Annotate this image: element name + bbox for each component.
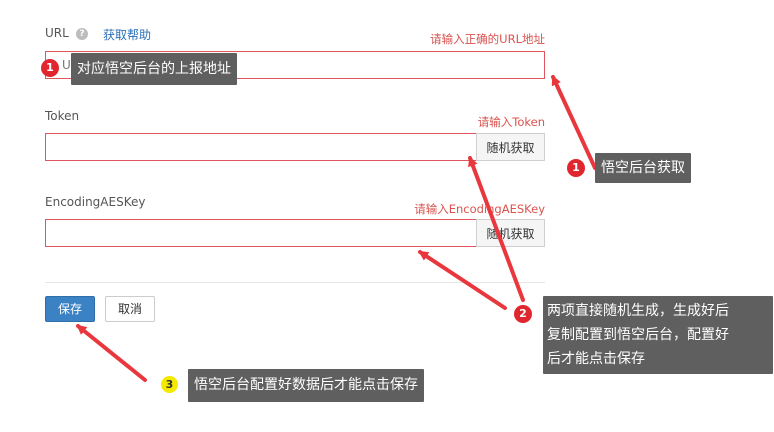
aes-key-label: EncodingAESKey (45, 195, 146, 209)
annotation-badge-3: 2 (514, 305, 532, 323)
token-input[interactable] (45, 133, 477, 161)
annotation-badge-1: 1 (41, 59, 59, 77)
help-link[interactable]: 获取帮助 (103, 28, 152, 42)
token-error-message: 请输入Token (477, 115, 545, 129)
arrow-to-save-button (76, 324, 147, 382)
annotation-tip-line: 两项直接随机生成，生成好后 (547, 303, 729, 319)
url-label: URL (45, 26, 69, 40)
annotation-badge-4: 3 (161, 376, 178, 393)
annotation-badge-2: 1 (567, 159, 585, 177)
url-input-value: U (62, 58, 71, 72)
annotation-tip-line: 后才能点击保存 (547, 351, 645, 367)
arrow-to-aes-key-input (418, 250, 507, 310)
aes-key-error-message: 请输入EncodingAESKey (414, 202, 545, 216)
token-label: Token (45, 109, 80, 123)
annotation-tip-save-condition: 悟空后台配置好数据后才能点击保存 (188, 369, 424, 402)
annotation-tip-upload-address: 对应悟空后台的上报地址 (71, 53, 237, 85)
save-button[interactable]: 保存 (45, 296, 95, 322)
form-divider (45, 282, 545, 283)
cancel-button[interactable]: 取消 (105, 296, 155, 322)
annotation-tip-random-generate: 两项直接随机生成，生成好后 复制配置到悟空后台，配置好 后才能点击保存 (543, 296, 773, 374)
aes-key-input[interactable] (45, 219, 477, 247)
arrow-to-url-input (551, 75, 597, 170)
arrow-to-token-button (468, 156, 525, 302)
url-error-message: 请输入正确的URL地址 (430, 32, 545, 46)
annotation-tip-line: 复制配置到悟空后台，配置好 (547, 327, 729, 343)
annotation-tip-get-from-backend: 悟空后台获取 (595, 153, 691, 183)
question-icon[interactable]: ? (76, 28, 88, 40)
token-random-button[interactable]: 随机获取 (476, 133, 545, 161)
